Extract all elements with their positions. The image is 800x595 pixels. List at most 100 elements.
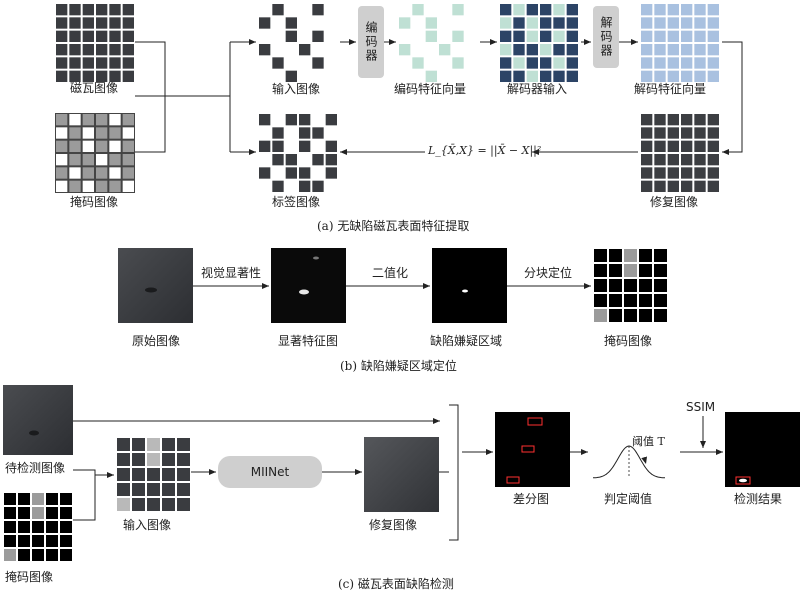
- mask-image-grid-b: [593, 248, 668, 323]
- input-image-grid-a-cell: [285, 30, 297, 42]
- mask-image-grid-a-cell: [56, 114, 68, 126]
- input-image-grid-c-cell: [177, 438, 190, 451]
- decoder-input-grid-cell: [500, 4, 512, 16]
- result-bg: [725, 412, 800, 487]
- original-defect-spot: [145, 287, 157, 293]
- decoder-feature-grid-cell: [681, 17, 693, 29]
- repaired-image-grid-a-cell: [681, 140, 693, 152]
- mask-image-grid-a-cell: [96, 127, 108, 139]
- decoder-feature-grid-cell: [667, 57, 679, 69]
- mask-image-grid-a-cell: [122, 167, 134, 179]
- input-image-grid-c-cell: [117, 453, 130, 466]
- tile-image-grid-cell: [82, 4, 94, 16]
- label-image-grid-cell: [272, 127, 284, 139]
- mask-image-grid-a-cell: [82, 140, 94, 152]
- tile-image-grid-cell: [82, 30, 94, 42]
- decoder-feature-grid-cell: [641, 30, 653, 42]
- repaired-image-grid-a-cell: [694, 127, 706, 139]
- tile-image-grid-cell: [82, 17, 94, 29]
- encoder-feature-grid-cell: [425, 17, 437, 29]
- decoder-feature-grid-cell: [707, 57, 719, 69]
- encoder-feature-grid-cell: [399, 17, 411, 29]
- encoder-feature-grid-cell: [412, 57, 424, 69]
- repaired-image-grid-a-cell: [654, 154, 666, 166]
- mask-image-grid-b-cell: [594, 294, 607, 307]
- tile-image-grid-cell: [96, 30, 108, 42]
- decoder-input-grid-cell: [553, 70, 565, 82]
- decoder-feature-grid-cell: [681, 4, 693, 16]
- decoder-feature-grid-cell: [654, 44, 666, 56]
- mask-image-grid-a-cell: [109, 127, 121, 139]
- tile-image-grid-cell: [56, 17, 68, 29]
- repaired-image-grid-a-cell: [641, 114, 653, 126]
- input-image-grid-a: [259, 4, 324, 82]
- input-image-grid-c-cell: [147, 453, 160, 466]
- mask-image-grid-c-cell: [32, 521, 44, 533]
- mask-image-grid-a-cell: [69, 127, 81, 139]
- label-mask-image-c: 掩码图像: [5, 570, 54, 584]
- repaired-image-grid-a-cell: [707, 154, 719, 166]
- repaired-image-grid-a-cell: [681, 114, 693, 126]
- decoder-feature-grid-cell: [641, 57, 653, 69]
- decoder-input-grid-cell: [526, 57, 538, 69]
- tile-image-grid-cell: [69, 30, 81, 42]
- decoder-feature-grid-cell: [641, 70, 653, 82]
- label-image-grid: [259, 114, 337, 192]
- input-image-grid-a-cell: [272, 4, 284, 16]
- repaired-image-grid-a-cell: [654, 127, 666, 139]
- result-spot: [739, 478, 747, 483]
- saliency-spot-2: [313, 256, 319, 260]
- mask-image-grid-b-cell: [609, 249, 622, 262]
- input-image-grid-c-cell: [162, 498, 175, 511]
- mask-image-grid-a-cell: [69, 180, 81, 192]
- tile-image-grid-cell: [56, 70, 68, 82]
- mask-image-grid-a-cell: [82, 127, 94, 139]
- mask-image-grid-a-cell: [69, 167, 81, 179]
- input-image-grid-a-cell: [299, 44, 311, 56]
- label-image-grid-cell: [299, 140, 311, 152]
- diff-bg: [495, 412, 570, 487]
- tile-image-grid-cell: [69, 57, 81, 69]
- decoder-feature-grid-cell: [694, 57, 706, 69]
- tile-image-grid-cell: [56, 4, 68, 16]
- label-input-image-a: 输入图像: [272, 82, 321, 96]
- repaired-image-grid-a: [641, 114, 719, 192]
- decoder-input-grid-cell: [553, 57, 565, 69]
- input-image-grid-c: [116, 437, 191, 512]
- label-decoder-input: 解码器输入: [507, 82, 568, 96]
- label-mask-image-b: 掩码图像: [604, 334, 653, 348]
- decoder-feature-grid-cell: [654, 57, 666, 69]
- mask-image-grid-b-cell: [609, 279, 622, 292]
- mask-image-grid-c-cell: [4, 549, 16, 561]
- mask-image-grid-b-cell: [639, 249, 652, 262]
- decoder-input-grid-cell: [500, 44, 512, 56]
- arrow-test-to-input: [73, 469, 114, 478]
- mask-image-grid-c-cell: [46, 549, 58, 561]
- diff-box-3: [506, 476, 520, 484]
- input-image-grid-c-cell: [117, 468, 130, 481]
- mask-image-grid-a-cell: [122, 127, 134, 139]
- repaired-image-grid-a-cell: [681, 167, 693, 179]
- mask-image-grid-a-cell: [122, 180, 134, 192]
- repaired-image-grid-a-cell: [641, 127, 653, 139]
- tile-image-grid-cell: [96, 4, 108, 16]
- mask-image-grid-c-cell: [18, 493, 30, 505]
- input-image-grid-a-cell: [312, 30, 324, 42]
- result-box: [735, 476, 751, 485]
- label-input-image-c: 输入图像: [123, 518, 172, 532]
- label-image-grid-cell: [285, 154, 297, 166]
- suspect-bg: [432, 248, 507, 323]
- repaired-image-grid-a-cell: [694, 114, 706, 126]
- label-image-grid-cell: [325, 114, 337, 126]
- label-image-grid-cell: [259, 167, 271, 179]
- input-image-grid-c-cell: [162, 438, 175, 451]
- tile-image-grid-cell: [109, 57, 121, 69]
- mask-image-grid-b-cell: [624, 309, 637, 322]
- input-image-grid-a-cell: [312, 4, 324, 16]
- mask-image-grid-b-cell: [609, 264, 622, 277]
- mask-image-grid-b-cell: [654, 279, 667, 292]
- decoder-feature-grid-cell: [694, 44, 706, 56]
- diff-box-2: [521, 445, 535, 453]
- mask-image-grid-a-cell: [122, 114, 134, 126]
- decoder-input-grid-cell: [553, 44, 565, 56]
